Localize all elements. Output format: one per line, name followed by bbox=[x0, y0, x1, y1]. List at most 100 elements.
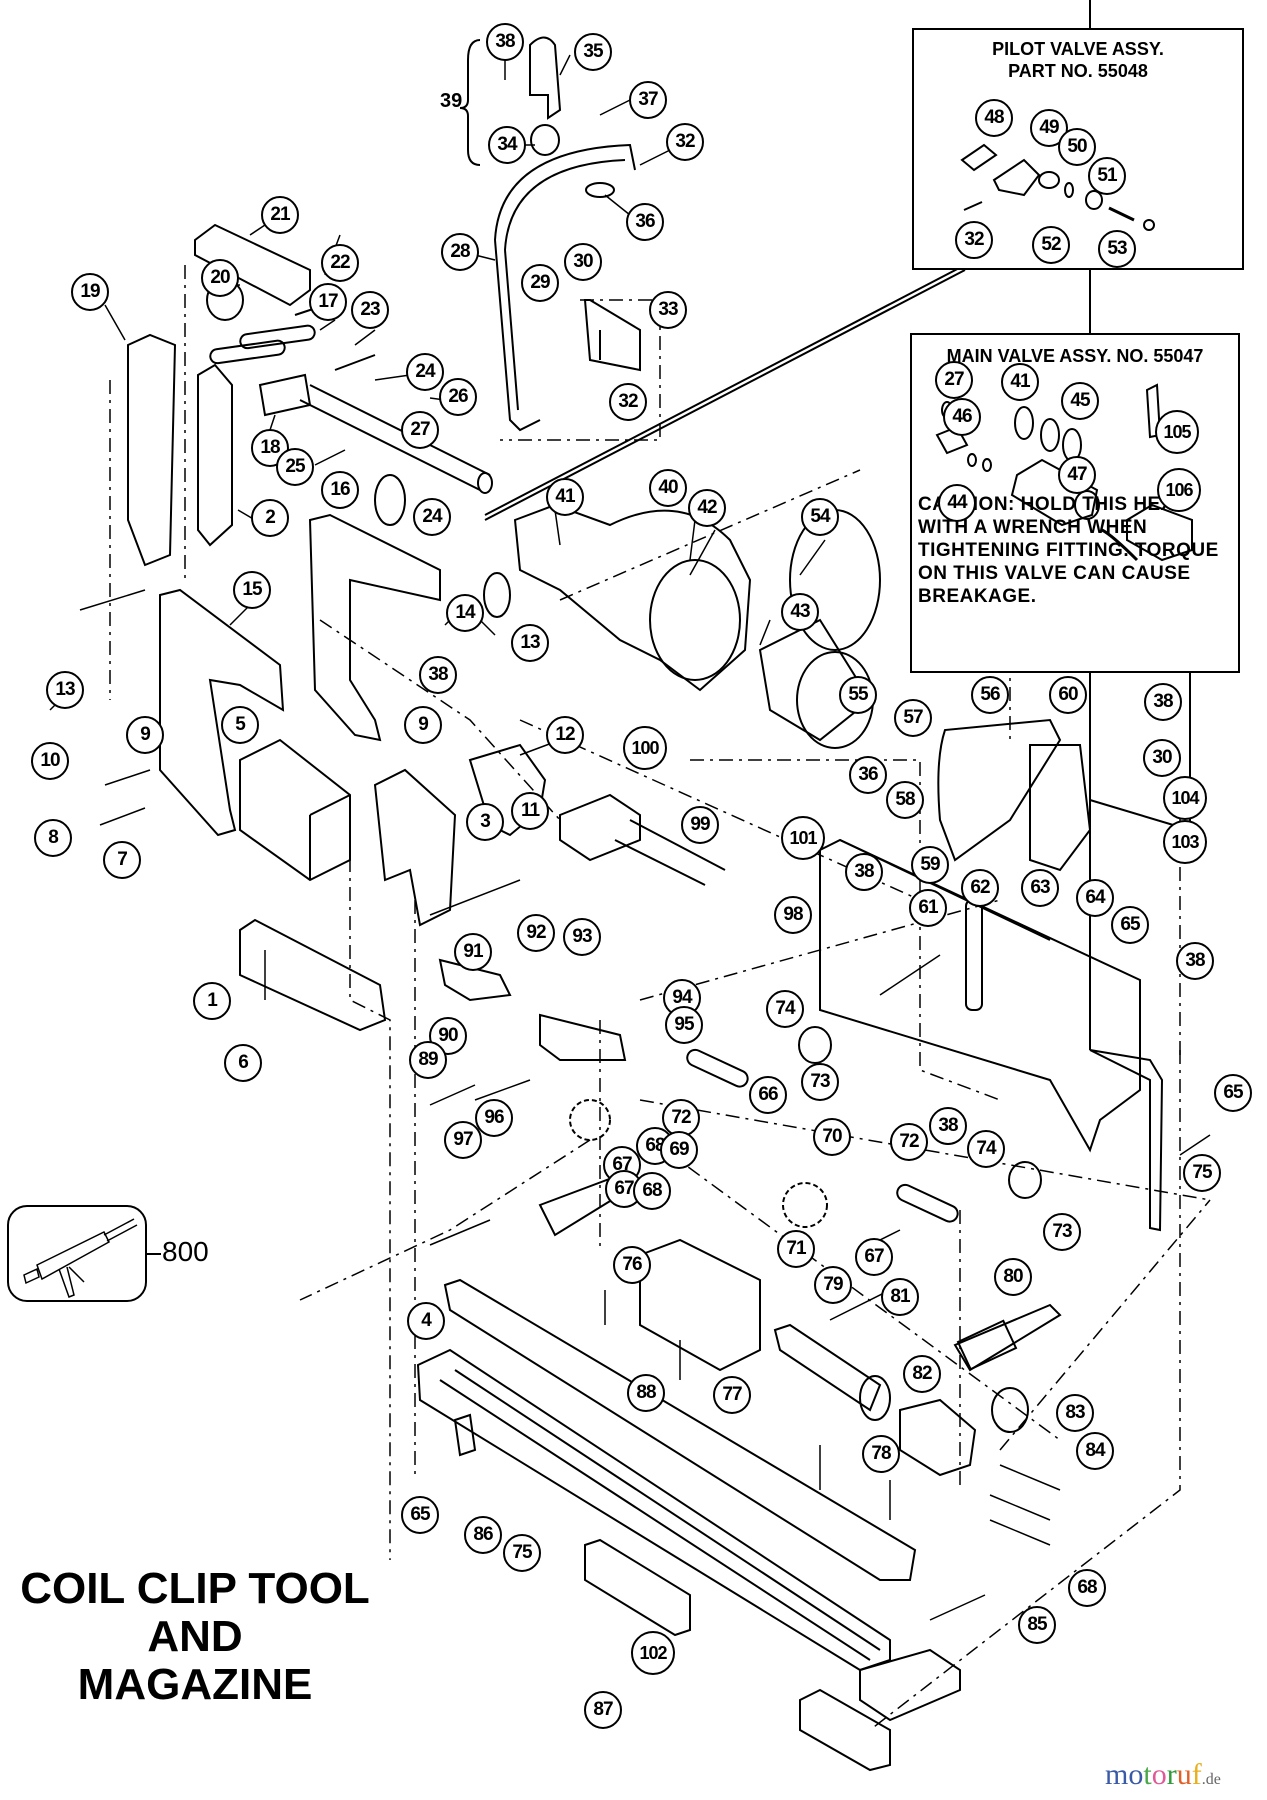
callout-72: 72 bbox=[890, 1123, 928, 1161]
callout-104: 104 bbox=[1163, 776, 1207, 820]
leader-to-pilot-valve bbox=[484, 264, 966, 516]
callout-99: 99 bbox=[681, 806, 719, 844]
callout-91: 91 bbox=[454, 933, 492, 971]
callout-57: 57 bbox=[894, 699, 932, 737]
callout-8: 8 bbox=[34, 819, 72, 857]
callout-62: 62 bbox=[961, 869, 999, 907]
callout-24: 24 bbox=[413, 498, 451, 536]
callout-30: 30 bbox=[1143, 739, 1181, 777]
callout-96: 96 bbox=[475, 1099, 513, 1137]
callout-37: 37 bbox=[629, 81, 667, 119]
callout-64: 64 bbox=[1076, 879, 1114, 917]
callout-98: 98 bbox=[774, 896, 812, 934]
callout-28: 28 bbox=[441, 233, 479, 271]
watermark-suffix: .de bbox=[1201, 1771, 1221, 1788]
callout-36: 36 bbox=[626, 203, 664, 241]
callout-74: 74 bbox=[967, 1130, 1005, 1168]
callout-51: 51 bbox=[1088, 157, 1126, 195]
caulk-gun-icon bbox=[7, 1205, 147, 1302]
callout-47: 47 bbox=[1058, 456, 1096, 494]
callout-41: 41 bbox=[546, 478, 584, 516]
callout-46: 46 bbox=[943, 398, 981, 436]
callout-79: 79 bbox=[814, 1266, 852, 1304]
callout-38: 38 bbox=[1176, 942, 1214, 980]
callout-32: 32 bbox=[609, 383, 647, 421]
callout-10: 10 bbox=[31, 742, 69, 780]
callout-106: 106 bbox=[1157, 468, 1201, 512]
page-title: COIL CLIP TOOL AND MAGAZINE bbox=[20, 1564, 370, 1709]
callout-103: 103 bbox=[1163, 820, 1207, 864]
callout-13: 13 bbox=[46, 671, 84, 709]
callout-87: 87 bbox=[584, 1691, 622, 1729]
watermark-letter: f bbox=[1191, 1758, 1202, 1791]
callout-23: 23 bbox=[351, 291, 389, 329]
accessory-800-label: 800 bbox=[162, 1236, 209, 1267]
callout-2: 2 bbox=[251, 499, 289, 537]
callout-26: 26 bbox=[439, 378, 477, 416]
callout-71: 71 bbox=[777, 1230, 815, 1268]
callout-78: 78 bbox=[862, 1435, 900, 1473]
callout-34: 34 bbox=[488, 126, 526, 164]
callout-42: 42 bbox=[688, 489, 726, 527]
callout-44: 44 bbox=[938, 484, 976, 522]
main-valve-inset: MAIN VALVE ASSY. NO. 55047 CAUTION: HOLD… bbox=[910, 333, 1240, 673]
callout-45: 45 bbox=[1061, 382, 1099, 420]
callout-60: 60 bbox=[1049, 676, 1087, 714]
callout-68: 68 bbox=[633, 1172, 671, 1210]
callout-38: 38 bbox=[1144, 683, 1182, 721]
callout-102: 102 bbox=[631, 1631, 675, 1675]
callout-40: 40 bbox=[649, 469, 687, 507]
callout-14: 14 bbox=[446, 594, 484, 632]
callout-19: 19 bbox=[71, 273, 109, 311]
callout-5: 5 bbox=[221, 706, 259, 744]
callout-24: 24 bbox=[406, 353, 444, 391]
callout-101: 101 bbox=[781, 816, 825, 860]
callout-32: 32 bbox=[666, 123, 704, 161]
callout-29: 29 bbox=[521, 264, 559, 302]
callout-27: 27 bbox=[935, 361, 973, 399]
callout-75: 75 bbox=[503, 1534, 541, 1572]
callout-35: 35 bbox=[574, 33, 612, 71]
callout-43: 43 bbox=[781, 593, 819, 631]
callout-61: 61 bbox=[909, 889, 947, 927]
callout-21: 21 bbox=[261, 196, 299, 234]
callout-50: 50 bbox=[1058, 128, 1096, 166]
callout-25: 25 bbox=[276, 448, 314, 486]
callout-9: 9 bbox=[404, 706, 442, 744]
callout-95: 95 bbox=[665, 1006, 703, 1044]
callout-85: 85 bbox=[1018, 1606, 1056, 1644]
callout-74: 74 bbox=[766, 990, 804, 1028]
callout-4: 4 bbox=[407, 1302, 445, 1340]
callout-93: 93 bbox=[563, 918, 601, 956]
callout-11: 11 bbox=[511, 792, 549, 830]
callout-73: 73 bbox=[801, 1063, 839, 1101]
watermark-letter: t bbox=[1143, 1758, 1152, 1791]
pilot-valve-title: PILOT VALVE ASSY. PART NO. 55048 bbox=[992, 39, 1164, 81]
callout-92: 92 bbox=[517, 914, 555, 952]
callout-59: 59 bbox=[911, 846, 949, 884]
callout-70: 70 bbox=[813, 1118, 851, 1156]
callout-12: 12 bbox=[546, 716, 584, 754]
callout-65: 65 bbox=[401, 1496, 439, 1534]
callout-7: 7 bbox=[103, 841, 141, 879]
watermark-logo: motoruf.de bbox=[1105, 1758, 1221, 1792]
callout-41: 41 bbox=[1001, 363, 1039, 401]
callout-81: 81 bbox=[881, 1278, 919, 1316]
callout-3: 3 bbox=[466, 803, 504, 841]
callout-38: 38 bbox=[845, 853, 883, 891]
callout-75: 75 bbox=[1183, 1154, 1221, 1192]
watermark-letter: m bbox=[1105, 1758, 1129, 1791]
callout-55: 55 bbox=[839, 676, 877, 714]
callout-13: 13 bbox=[511, 624, 549, 662]
callout-65: 65 bbox=[1214, 1074, 1252, 1112]
callout-89: 89 bbox=[409, 1041, 447, 1079]
watermark-letter: o bbox=[1151, 1758, 1167, 1791]
callout-32: 32 bbox=[955, 221, 993, 259]
callout-16: 16 bbox=[321, 471, 359, 509]
callout-63: 63 bbox=[1021, 869, 1059, 907]
callout-17: 17 bbox=[309, 283, 347, 321]
callout-52: 52 bbox=[1032, 226, 1070, 264]
callout-6: 6 bbox=[224, 1044, 262, 1082]
callout-36: 36 bbox=[849, 756, 887, 794]
